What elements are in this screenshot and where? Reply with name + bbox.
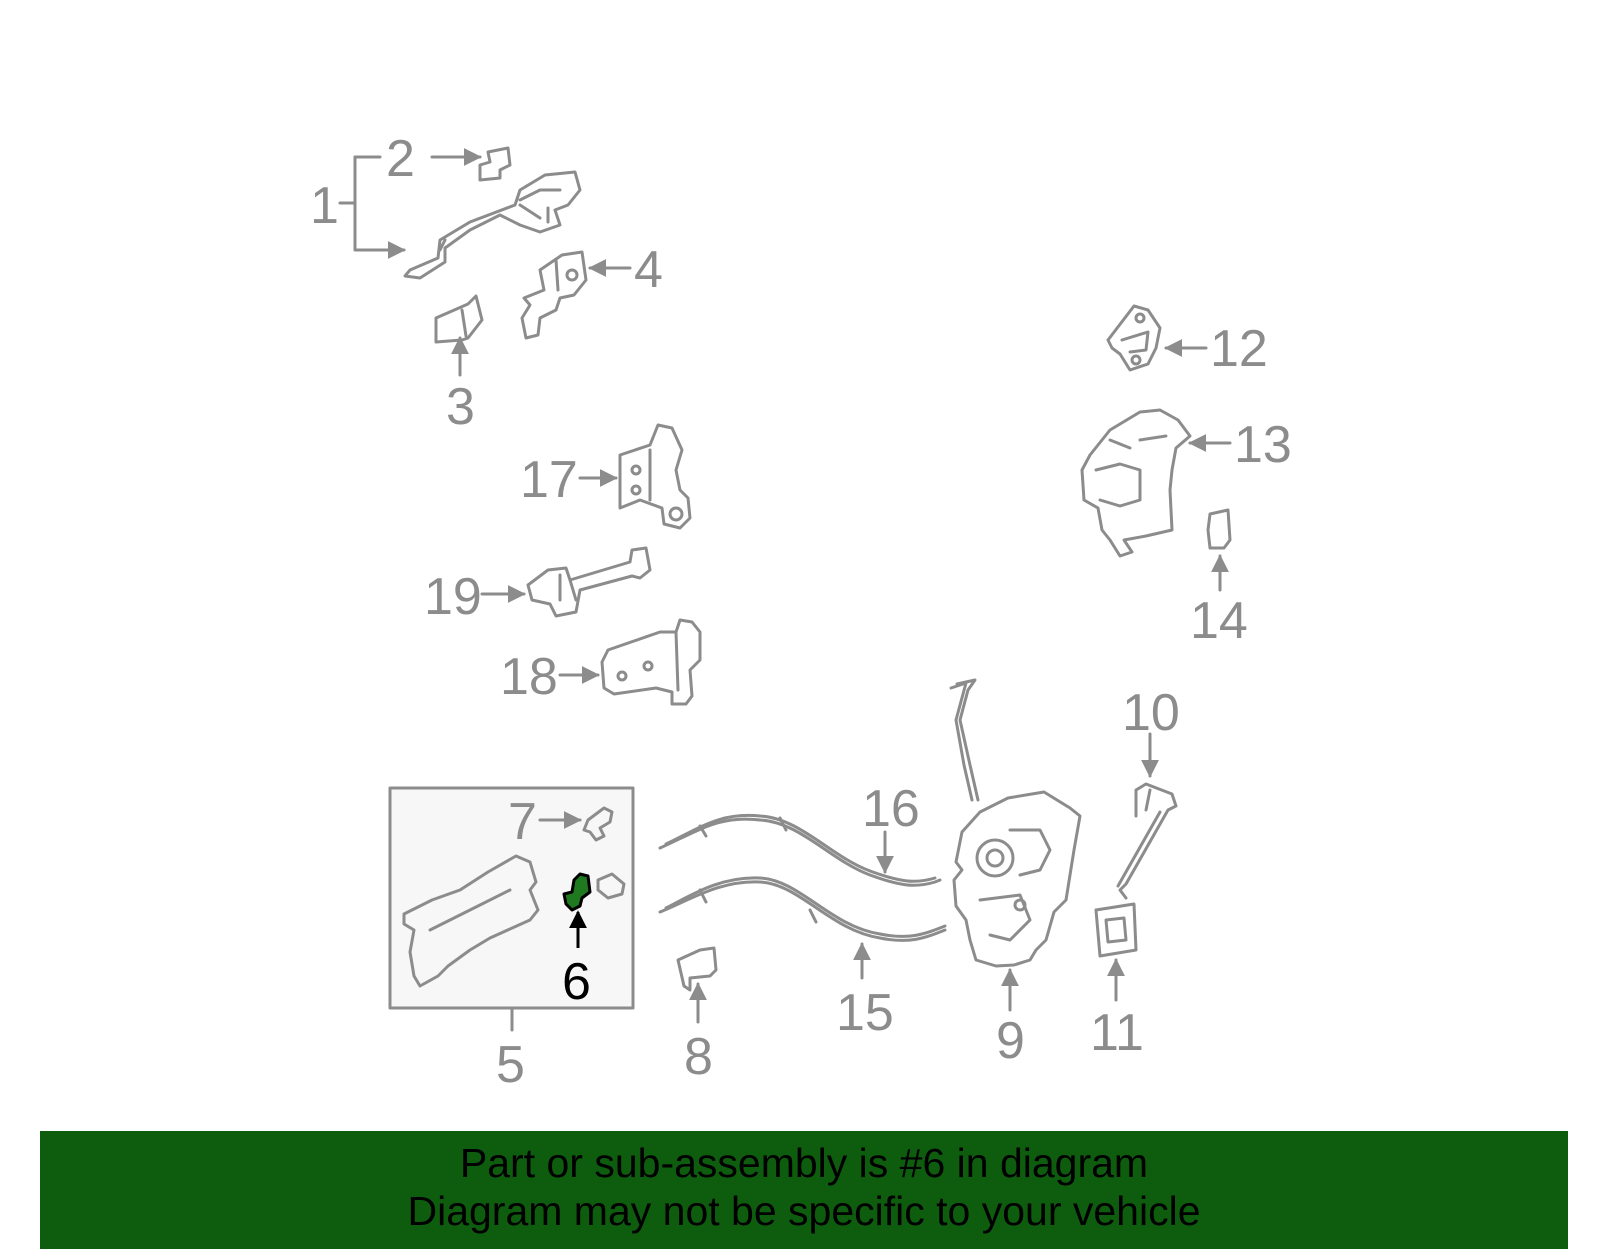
part-hinge-17[interactable] (618, 423, 692, 530)
callout-11: 11 (1090, 1004, 1144, 1062)
callout-15: 15 (836, 984, 894, 1042)
part-highlighted-6[interactable] (562, 872, 592, 912)
part-rod-clip-7[interactable] (582, 806, 614, 842)
callout-12: 12 (1210, 320, 1268, 378)
part-cable-15[interactable] (658, 876, 947, 942)
callout-10: 10 (1122, 684, 1180, 742)
callout-5: 5 (496, 1036, 525, 1094)
part-clip-2[interactable] (478, 146, 512, 182)
part-door-lock-9[interactable] (949, 678, 1082, 968)
callout-8: 8 (684, 1028, 713, 1086)
info-banner: Part or sub-assembly is #6 in diagram Di… (40, 1131, 1568, 1249)
callout-13: 13 (1234, 416, 1292, 474)
part-striker-12[interactable] (1106, 304, 1162, 372)
part-outside-handle[interactable] (403, 170, 582, 280)
part-handle-cover-3[interactable] (434, 294, 484, 344)
part-seal-11[interactable] (1094, 902, 1138, 958)
callout-9: 9 (996, 1012, 1025, 1070)
callout-16: 16 (862, 780, 920, 838)
callout-6: 6 (562, 953, 591, 1011)
callout-4: 4 (634, 241, 663, 299)
callout-18: 18 (500, 648, 558, 706)
callout-1: 1 (310, 177, 339, 235)
banner-line-part: Part or sub-assembly is #6 in diagram (459, 1140, 1149, 1186)
callout-19: 19 (424, 568, 482, 626)
part-inside-handle[interactable] (402, 854, 540, 988)
banner-line-disclaimer: Diagram may not be specific to your vehi… (407, 1188, 1201, 1234)
callout-7: 7 (508, 793, 537, 851)
part-inside-handle-box-5[interactable] (388, 786, 635, 1010)
part-door-check-19[interactable] (526, 546, 652, 618)
part-cable-16[interactable] (658, 813, 942, 887)
leader-1-stub (338, 155, 382, 205)
part-pad-8[interactable] (676, 946, 718, 992)
part-bumper-14[interactable] (1206, 508, 1232, 550)
part-small-piece[interactable] (596, 872, 626, 900)
part-rod-10[interactable] (1116, 782, 1178, 900)
callout-17: 17 (520, 451, 578, 509)
leader-1 (353, 155, 406, 259)
part-hinge-18[interactable] (600, 618, 702, 706)
callout-14: 14 (1190, 592, 1248, 650)
callout-3: 3 (446, 378, 475, 436)
callout-2: 2 (386, 130, 415, 188)
part-bracket-4[interactable] (520, 250, 588, 340)
part-lock-cover-13[interactable] (1080, 408, 1192, 558)
